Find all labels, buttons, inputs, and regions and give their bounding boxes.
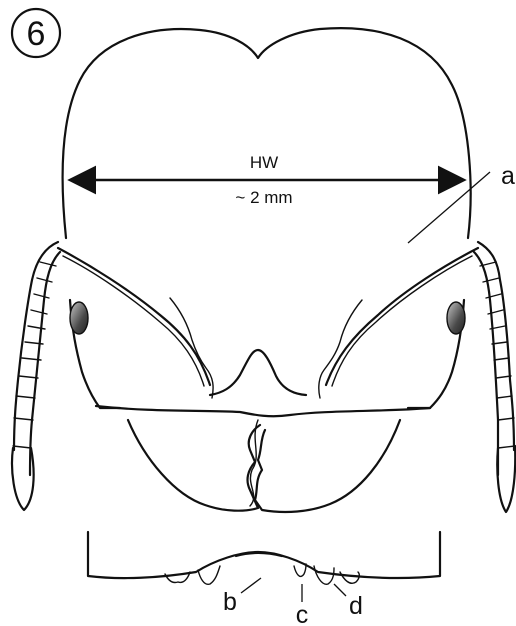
leader-b xyxy=(241,578,261,593)
clypeal-lamella xyxy=(236,553,282,556)
label-d: d xyxy=(349,592,363,620)
figure-number: 6 xyxy=(27,15,46,53)
eye-right xyxy=(447,302,465,334)
hw-label: HW xyxy=(250,153,278,172)
antenna-right xyxy=(474,242,515,512)
denticle-c xyxy=(294,564,306,576)
mandible-left xyxy=(128,420,260,511)
antenna-right-club xyxy=(497,446,515,512)
antenna-left xyxy=(12,242,60,510)
label-a: a xyxy=(501,162,515,190)
antenna-left-scape-inner xyxy=(30,252,60,475)
figure-number-badge: 6 xyxy=(12,9,60,57)
denticle-outer-right xyxy=(340,572,359,583)
label-b: b xyxy=(223,588,237,616)
hw-value: ~ 2 mm xyxy=(235,188,292,207)
frontal-lobe-center xyxy=(210,350,306,395)
clypeus-detail xyxy=(88,532,440,584)
hw-measurement: HW ~ 2 mm xyxy=(72,153,462,207)
leader-a xyxy=(408,172,490,243)
eye-left xyxy=(70,302,88,334)
clypeus-lower-edge xyxy=(96,406,430,416)
mandible-right xyxy=(255,420,400,512)
frontal-lobe-right-contour xyxy=(319,300,362,398)
detail-outline xyxy=(88,532,440,578)
label-c: c xyxy=(296,601,309,626)
leader-d xyxy=(334,584,346,596)
denticle-d xyxy=(314,566,334,584)
antenna-right-scape-inner xyxy=(474,252,498,475)
